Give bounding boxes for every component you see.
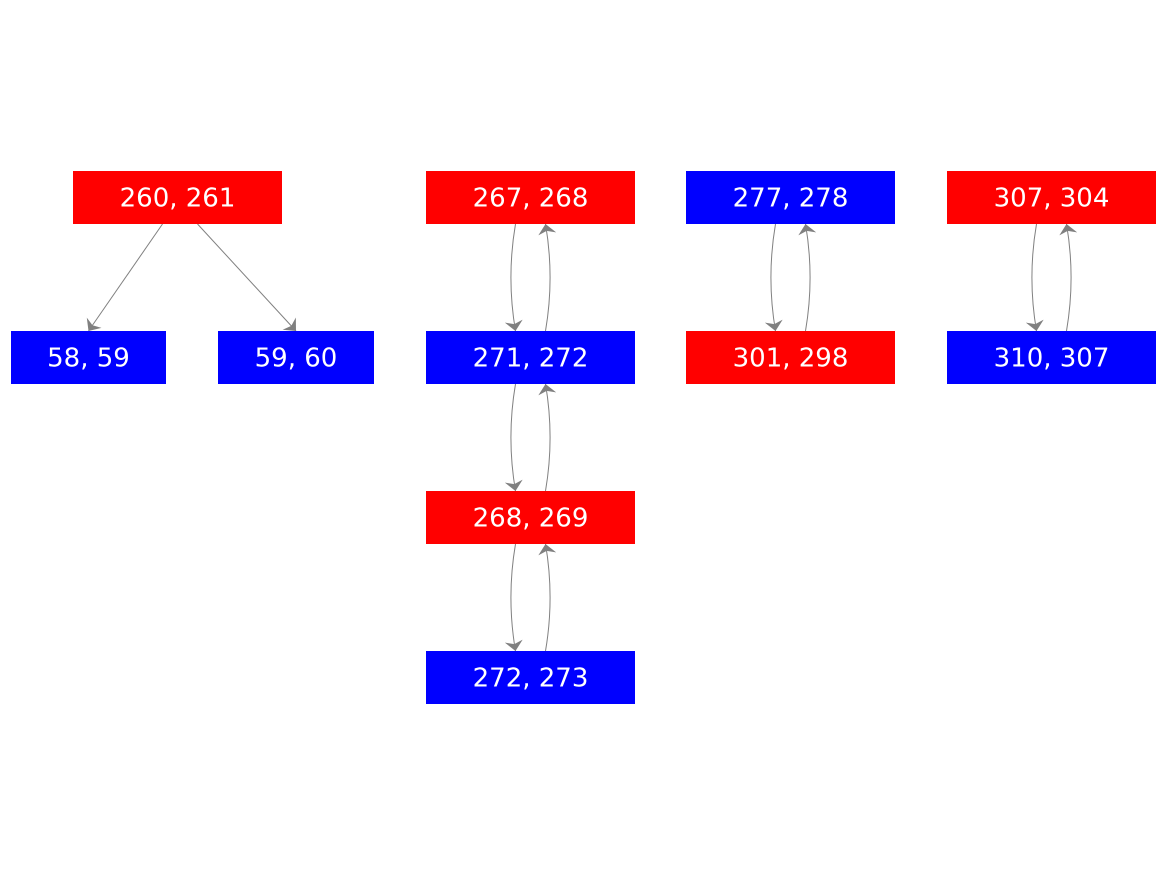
edges xyxy=(86,223,1078,652)
nodes: 260, 261 58, 59 59, 60 267, 268 271, 272 268,… xyxy=(11,171,1156,704)
node-box xyxy=(426,331,635,384)
node-label: 59, 60 xyxy=(255,344,338,374)
node-label: 301, 298 xyxy=(733,344,849,374)
node-box xyxy=(426,171,635,224)
node-label: 272, 273 xyxy=(473,664,589,694)
node-box xyxy=(73,171,282,224)
graph-node[interactable]: 307, 304 xyxy=(947,171,1156,224)
graph-node[interactable]: 310, 307 xyxy=(947,331,1156,384)
graph-node[interactable]: 267, 268 xyxy=(426,171,635,224)
node-label: 268, 269 xyxy=(473,504,589,534)
edge-arrow xyxy=(504,223,523,332)
graph-node[interactable]: 272, 273 xyxy=(426,651,635,704)
graph-node[interactable]: 58, 59 xyxy=(11,331,166,384)
graph-node[interactable]: 301, 298 xyxy=(686,331,895,384)
node-label: 260, 261 xyxy=(120,184,236,214)
node-box xyxy=(218,331,374,384)
edge-arrow xyxy=(197,223,297,332)
edge-arrow xyxy=(1025,223,1044,332)
graph-node[interactable]: 260, 261 xyxy=(73,171,282,224)
node-box xyxy=(11,331,166,384)
edge-arrow xyxy=(538,383,557,492)
edge-arrow xyxy=(1059,223,1078,332)
node-box xyxy=(426,651,635,704)
edge-arrow xyxy=(504,543,523,652)
node-box xyxy=(686,171,895,224)
node-label: 310, 307 xyxy=(994,344,1110,374)
node-label: 277, 278 xyxy=(733,184,849,214)
node-label: 271, 272 xyxy=(473,344,589,374)
node-label: 58, 59 xyxy=(47,344,130,374)
node-box xyxy=(947,331,1156,384)
graph-node[interactable]: 59, 60 xyxy=(218,331,374,384)
node-box xyxy=(426,491,635,544)
edge-arrow xyxy=(798,223,817,332)
edge-arrow xyxy=(538,223,557,332)
edge-arrow xyxy=(764,223,783,332)
edge-arrow xyxy=(538,543,557,652)
graph-node[interactable]: 268, 269 xyxy=(426,491,635,544)
node-box xyxy=(686,331,895,384)
graph-node[interactable]: 277, 278 xyxy=(686,171,895,224)
node-box xyxy=(947,171,1156,224)
node-label: 267, 268 xyxy=(473,184,589,214)
node-label: 307, 304 xyxy=(994,184,1110,214)
edge-arrow xyxy=(504,383,523,492)
edge-arrow xyxy=(86,223,163,332)
graph-node[interactable]: 271, 272 xyxy=(426,331,635,384)
